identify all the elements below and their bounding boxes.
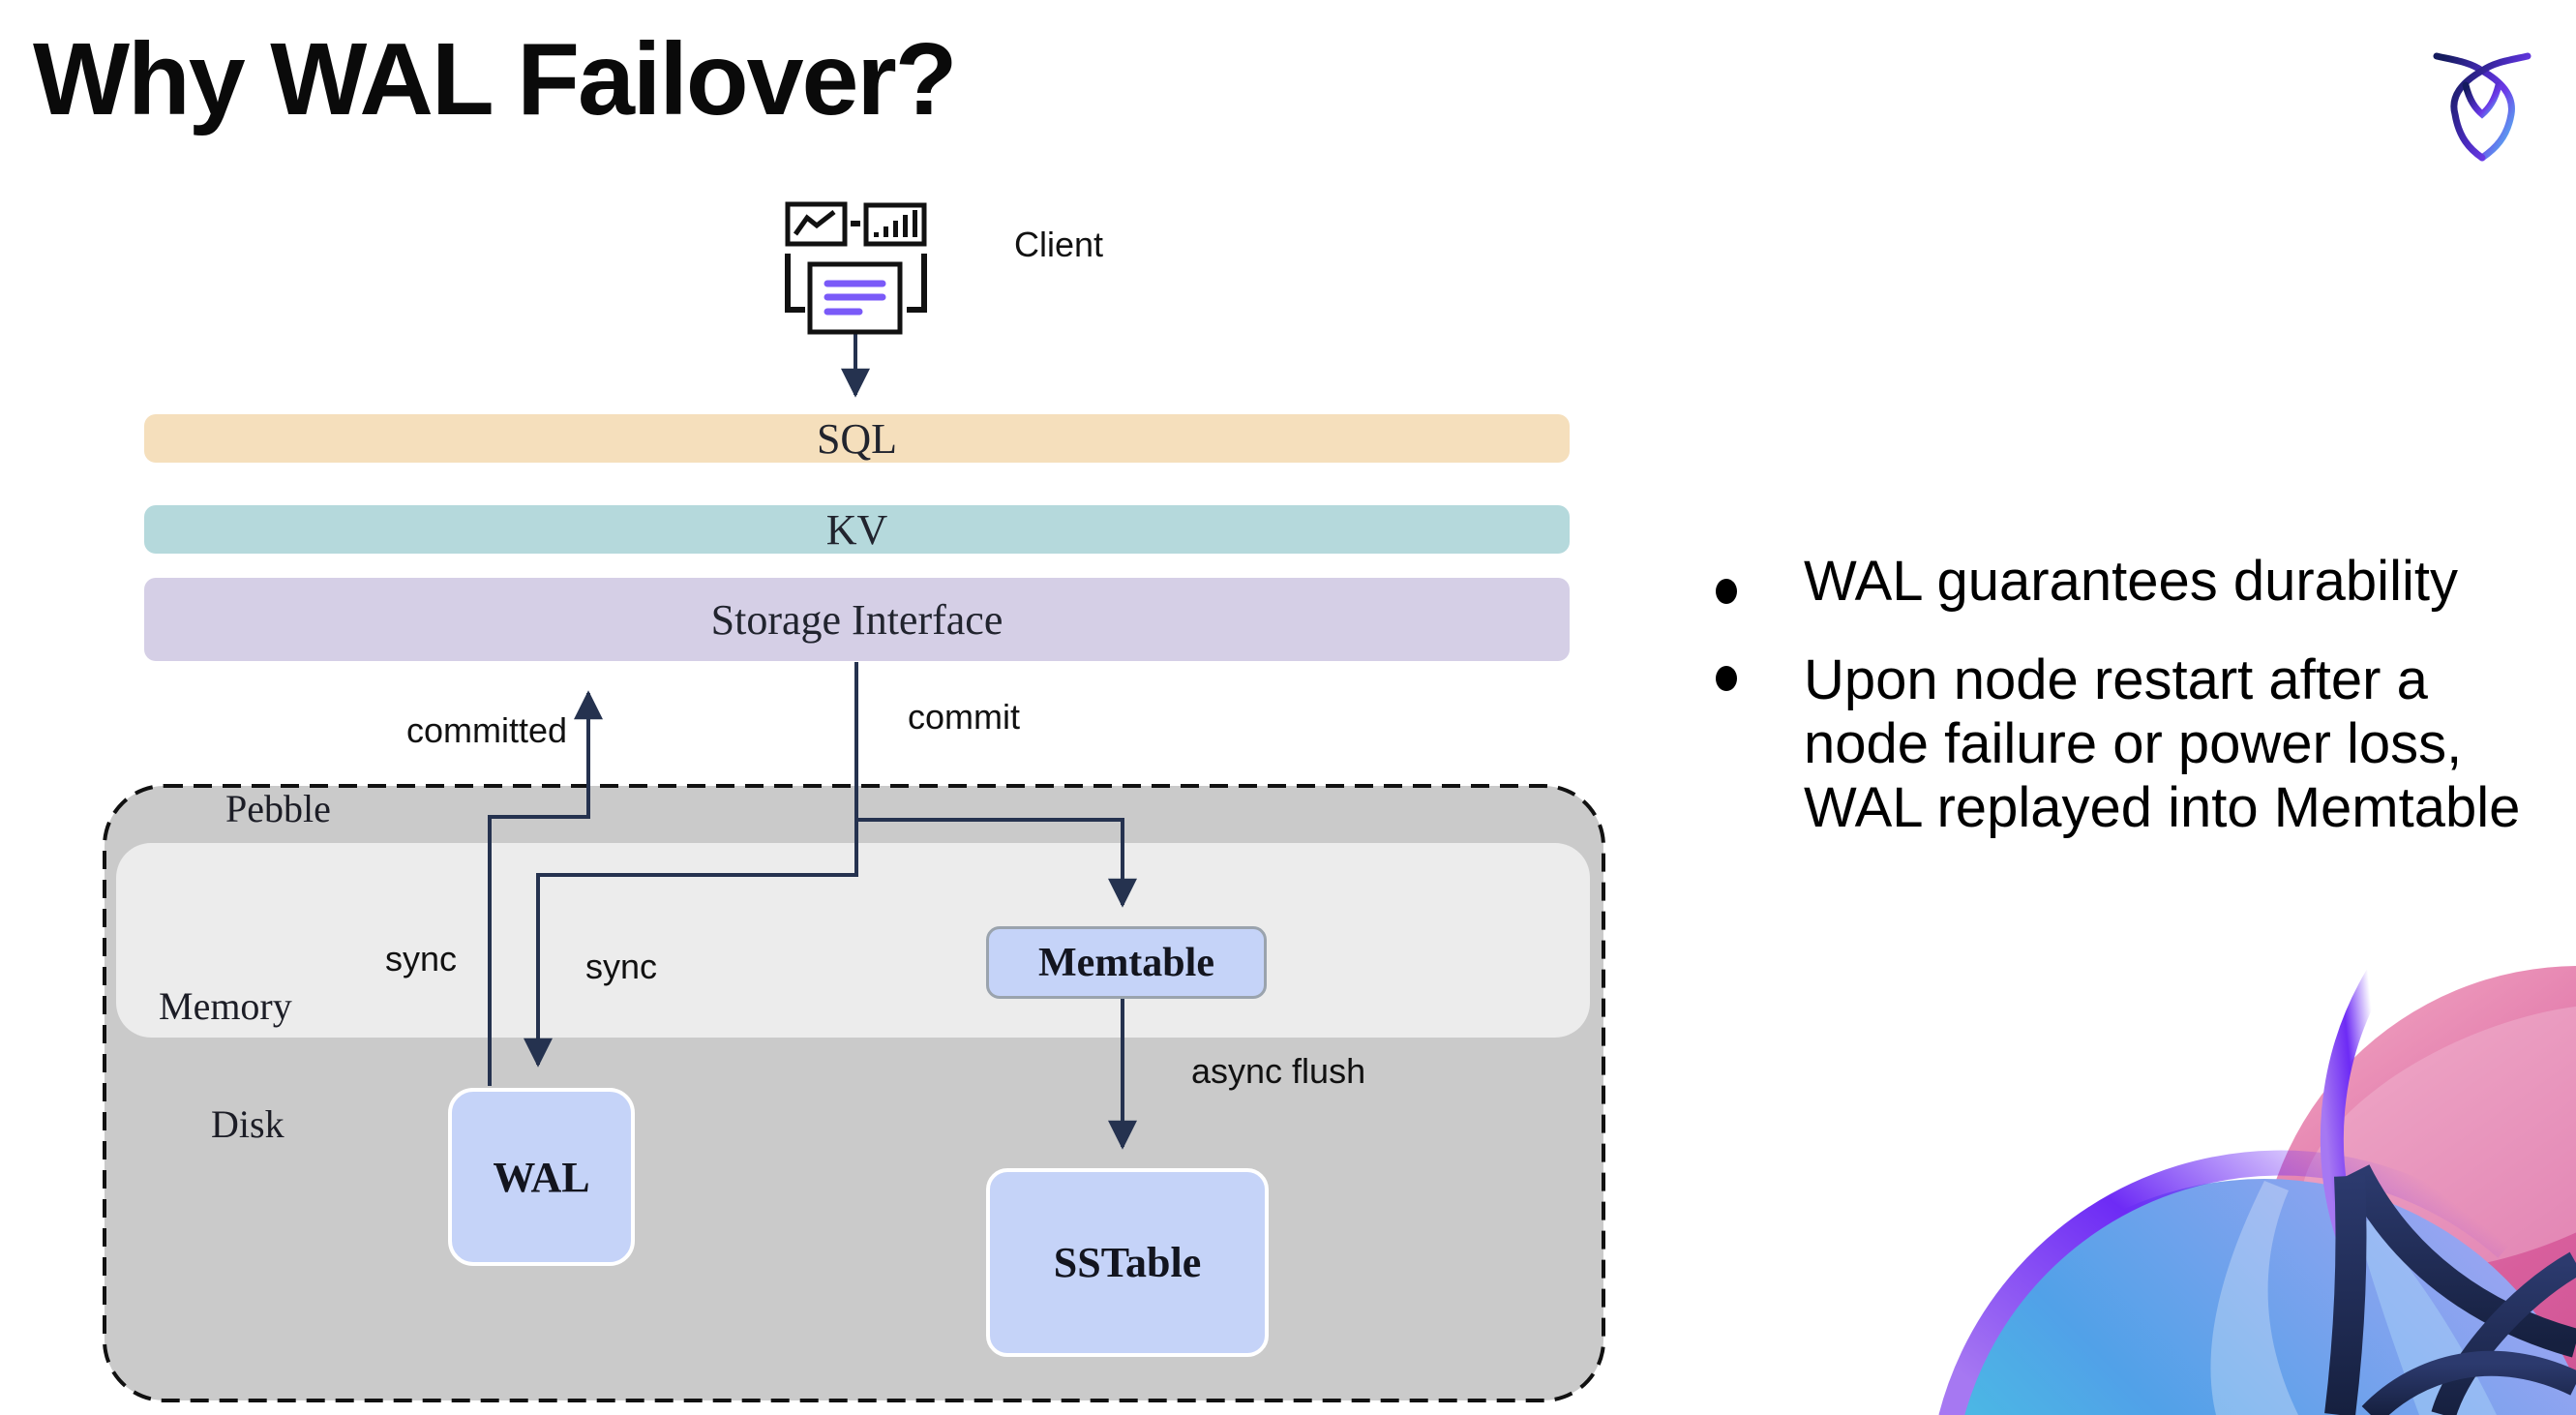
wal-box: WAL — [448, 1088, 635, 1266]
bullet-line: WAL replayed into Memtable — [1804, 776, 2521, 839]
layer-bar-sql-label: SQL — [816, 414, 898, 463]
bullet-dot — [1716, 579, 1737, 604]
left-bracket-icon — [785, 254, 805, 313]
layer-bar-storage-label: Storage Interface — [710, 595, 1003, 644]
sstable-box: SSTable — [986, 1168, 1269, 1357]
commit-to-memtable-arrow — [856, 818, 1137, 908]
committed-arrow — [488, 690, 603, 1086]
bar-chart-icon — [863, 202, 927, 247]
bullet-item: Upon node restart after a node failure o… — [1804, 648, 2520, 840]
commit-edge-label: commit — [908, 697, 1020, 737]
commit-sync-to-wal-arrow — [524, 662, 858, 1068]
committed-edge-label: committed — [406, 710, 568, 750]
memtable-box: Memtable — [986, 926, 1267, 999]
bullet-line: WAL guarantees durability — [1804, 550, 2458, 613]
cockroachdb-logo-icon — [2433, 52, 2531, 162]
cockroach-brand-gradient-art — [1938, 966, 2576, 1415]
bullet-item: WAL guarantees durability — [1804, 550, 2458, 614]
sstable-box-label: SSTable — [1053, 1239, 1202, 1286]
layer-bar-kv-label: KV — [825, 505, 888, 554]
dash-glyph — [851, 221, 860, 226]
client-terminal-icon — [785, 201, 927, 335]
right-bracket-icon — [907, 254, 927, 313]
client-label: Client — [1014, 225, 1104, 264]
sync-right-edge-label: sync — [585, 947, 658, 986]
layer-bar-kv: KV — [144, 505, 1570, 554]
page-title: Why WAL Failover? — [33, 22, 957, 136]
layer-bar-sql: SQL — [144, 414, 1570, 463]
memtable-box-label: Memtable — [1038, 940, 1214, 985]
layer-bar-storage-interface: Storage Interface — [144, 578, 1570, 661]
bullet-dot — [1716, 666, 1737, 691]
disk-label: Disk — [211, 1102, 285, 1146]
bullet-line: node failure or power loss, — [1804, 712, 2463, 775]
async-flush-edge-label: async flush — [1191, 1051, 1366, 1091]
sync-left-edge-label: sync — [385, 939, 458, 978]
wal-box-label: WAL — [493, 1153, 590, 1201]
bullet-line: Upon node restart after a — [1804, 648, 2428, 711]
pebble-label: Pebble — [225, 787, 331, 830]
line-chart-icon — [785, 201, 848, 247]
memory-label: Memory — [159, 984, 292, 1028]
